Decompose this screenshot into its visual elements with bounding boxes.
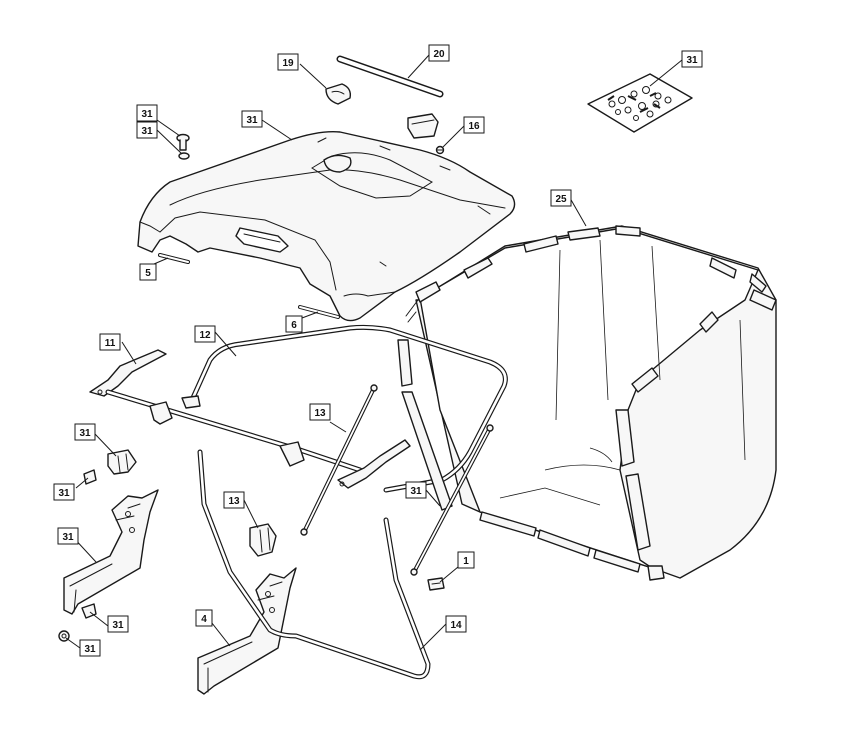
callout-20[interactable]: 20 (428, 44, 450, 62)
part-31-bolt-left[interactable] (83, 469, 97, 485)
callout-box (277, 53, 299, 71)
callout-box (405, 481, 427, 499)
part-31-clip-center[interactable] (249, 523, 277, 557)
callout-box (136, 104, 158, 122)
callout-box (136, 121, 158, 139)
callout-31[interactable]: 31 (57, 527, 79, 545)
callout-label: 31 (84, 644, 96, 655)
callout-31[interactable]: 31 (107, 615, 129, 633)
callout-label: 5 (145, 268, 151, 279)
callout-label: 31 (410, 486, 422, 497)
callout-label: 20 (433, 49, 445, 60)
part-6-pin[interactable] (298, 305, 340, 319)
callout-box (463, 116, 485, 134)
callout-box (457, 551, 475, 569)
part-25-grass-bag[interactable] (405, 225, 777, 581)
callout-6[interactable]: 6 (285, 315, 303, 333)
callout-1[interactable]: 1 (457, 551, 475, 569)
callout-label: 31 (141, 109, 153, 120)
part-5-pin[interactable] (158, 253, 190, 264)
part-31-bolt-right[interactable] (427, 577, 445, 591)
callout-box (79, 639, 101, 657)
part-31-bolt-bottom[interactable] (81, 603, 97, 619)
callout-31[interactable]: 31 (79, 639, 101, 657)
callout-label: 31 (246, 115, 258, 126)
part-13-rod-right[interactable] (410, 424, 494, 576)
part-31-hardware-bag[interactable] (587, 73, 693, 133)
callout-box (681, 50, 703, 68)
callout-label: 6 (291, 320, 297, 331)
callout-label: 13 (314, 408, 326, 419)
callout-25[interactable]: 25 (550, 189, 572, 207)
part-1-bracket[interactable] (63, 489, 159, 615)
callout-31[interactable]: 31 (681, 50, 703, 68)
callout-label: 25 (555, 194, 567, 205)
callout-31[interactable]: 31 (136, 104, 158, 122)
callout-12[interactable]: 12 (194, 325, 216, 343)
callout-box (550, 189, 572, 207)
callout-label: 14 (450, 620, 462, 631)
callout-label: 19 (282, 58, 294, 69)
part-12-frame[interactable] (181, 324, 508, 511)
callout-13[interactable]: 13 (309, 403, 331, 421)
callout-4[interactable]: 4 (195, 609, 213, 627)
part-16-top-cover[interactable] (137, 130, 516, 322)
callout-box (74, 423, 96, 441)
part-4-bracket[interactable] (197, 567, 297, 695)
callout-box (428, 44, 450, 62)
part-31-clip-left[interactable] (107, 449, 137, 475)
callout-box (195, 609, 213, 627)
callout-box (194, 325, 216, 343)
callout-label: 31 (58, 488, 70, 499)
callout-31[interactable]: 31 (405, 481, 427, 499)
callout-label: 4 (201, 614, 207, 625)
callout-layer: 19 20 31 31 31 16 31 25 5 6 11 12 13 31 31 13 31 1 31 31 31 4… (53, 44, 703, 657)
callout-box (139, 263, 157, 281)
leader-lines (65, 54, 683, 651)
callout-box (285, 315, 303, 333)
callout-13[interactable]: 13 (223, 491, 245, 509)
callout-label: 31 (141, 126, 153, 137)
callout-box (107, 615, 129, 633)
callout-11[interactable]: 11 (99, 333, 121, 351)
callout-label: 31 (686, 55, 698, 66)
part-20-rod[interactable] (336, 55, 444, 98)
callout-label: 13 (228, 496, 240, 507)
callout-14[interactable]: 14 (445, 615, 467, 633)
callout-19[interactable]: 19 (277, 53, 299, 71)
part-13-rod-left[interactable] (300, 384, 378, 536)
callout-box (99, 333, 121, 351)
part-31-screw-top-right[interactable] (435, 145, 445, 155)
callout-box (53, 483, 75, 501)
callout-31[interactable]: 31 (53, 483, 75, 501)
callout-label: 31 (112, 620, 124, 631)
part-14-u-frame[interactable] (197, 449, 431, 680)
callout-box (445, 615, 467, 633)
callout-5[interactable]: 5 (139, 263, 157, 281)
callout-16[interactable]: 16 (463, 116, 485, 134)
callout-label: 31 (79, 428, 91, 439)
callout-31[interactable]: 31 (136, 121, 158, 139)
part-31-bolt-top[interactable] (176, 133, 190, 160)
part-19-cap[interactable] (325, 83, 439, 139)
callout-31[interactable]: 31 (241, 110, 263, 128)
callout-label: 11 (105, 338, 116, 349)
callout-label: 12 (199, 330, 211, 341)
part-11-bracket-shaft[interactable] (89, 349, 411, 489)
callout-label: 16 (468, 121, 480, 132)
callout-box (223, 491, 245, 509)
callout-box (241, 110, 263, 128)
callout-box (309, 403, 331, 421)
callout-31[interactable]: 31 (74, 423, 96, 441)
callout-box (57, 527, 79, 545)
callout-label: 1 (463, 556, 469, 567)
callout-label: 31 (62, 532, 74, 543)
